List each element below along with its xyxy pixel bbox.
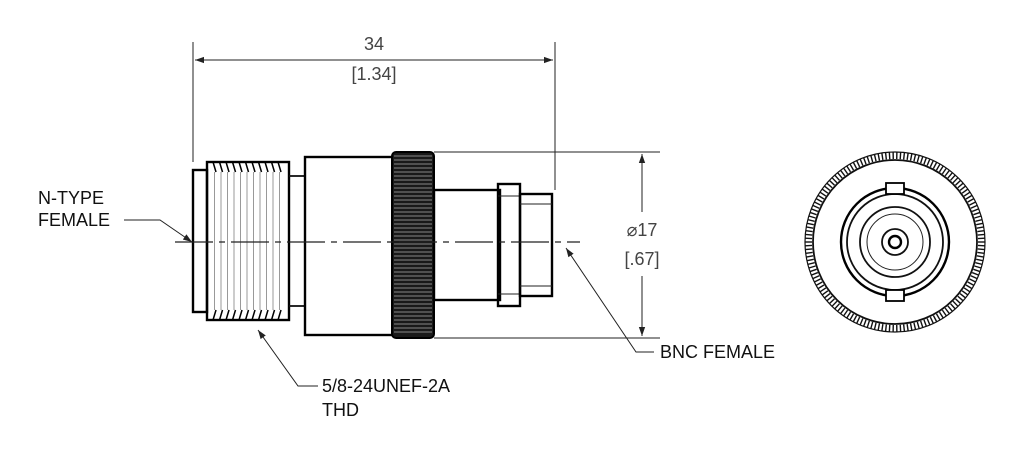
length-dimension: 34 [1.34] (192, 34, 556, 190)
bnc-label: BNC FEMALE (660, 342, 775, 362)
thread-label-line1: 5/8-24UNEF-2A (322, 376, 450, 396)
n-type-label-line1: N-TYPE (38, 188, 104, 208)
bnc-barrel (432, 182, 554, 308)
length-mm: 34 (364, 34, 384, 54)
thread-label-line2: THD (322, 400, 359, 420)
n-type-label-line2: FEMALE (38, 210, 110, 230)
side-view (175, 151, 580, 339)
diameter-dimension: ⌀17 [.67] (434, 151, 660, 339)
callout-n-type: N-TYPE FEMALE (38, 188, 193, 243)
diameter-inch: [.67] (624, 249, 659, 269)
end-view (804, 151, 986, 333)
adapter-body (303, 155, 397, 337)
callout-bnc: BNC FEMALE (565, 247, 775, 362)
knurled-nut (391, 151, 435, 339)
callout-thread: 5/8-24UNEF-2A THD (257, 329, 450, 420)
length-inch: [1.34] (351, 64, 396, 84)
n-type-threaded-body (191, 160, 305, 322)
diameter-mm: ⌀17 (627, 220, 658, 240)
